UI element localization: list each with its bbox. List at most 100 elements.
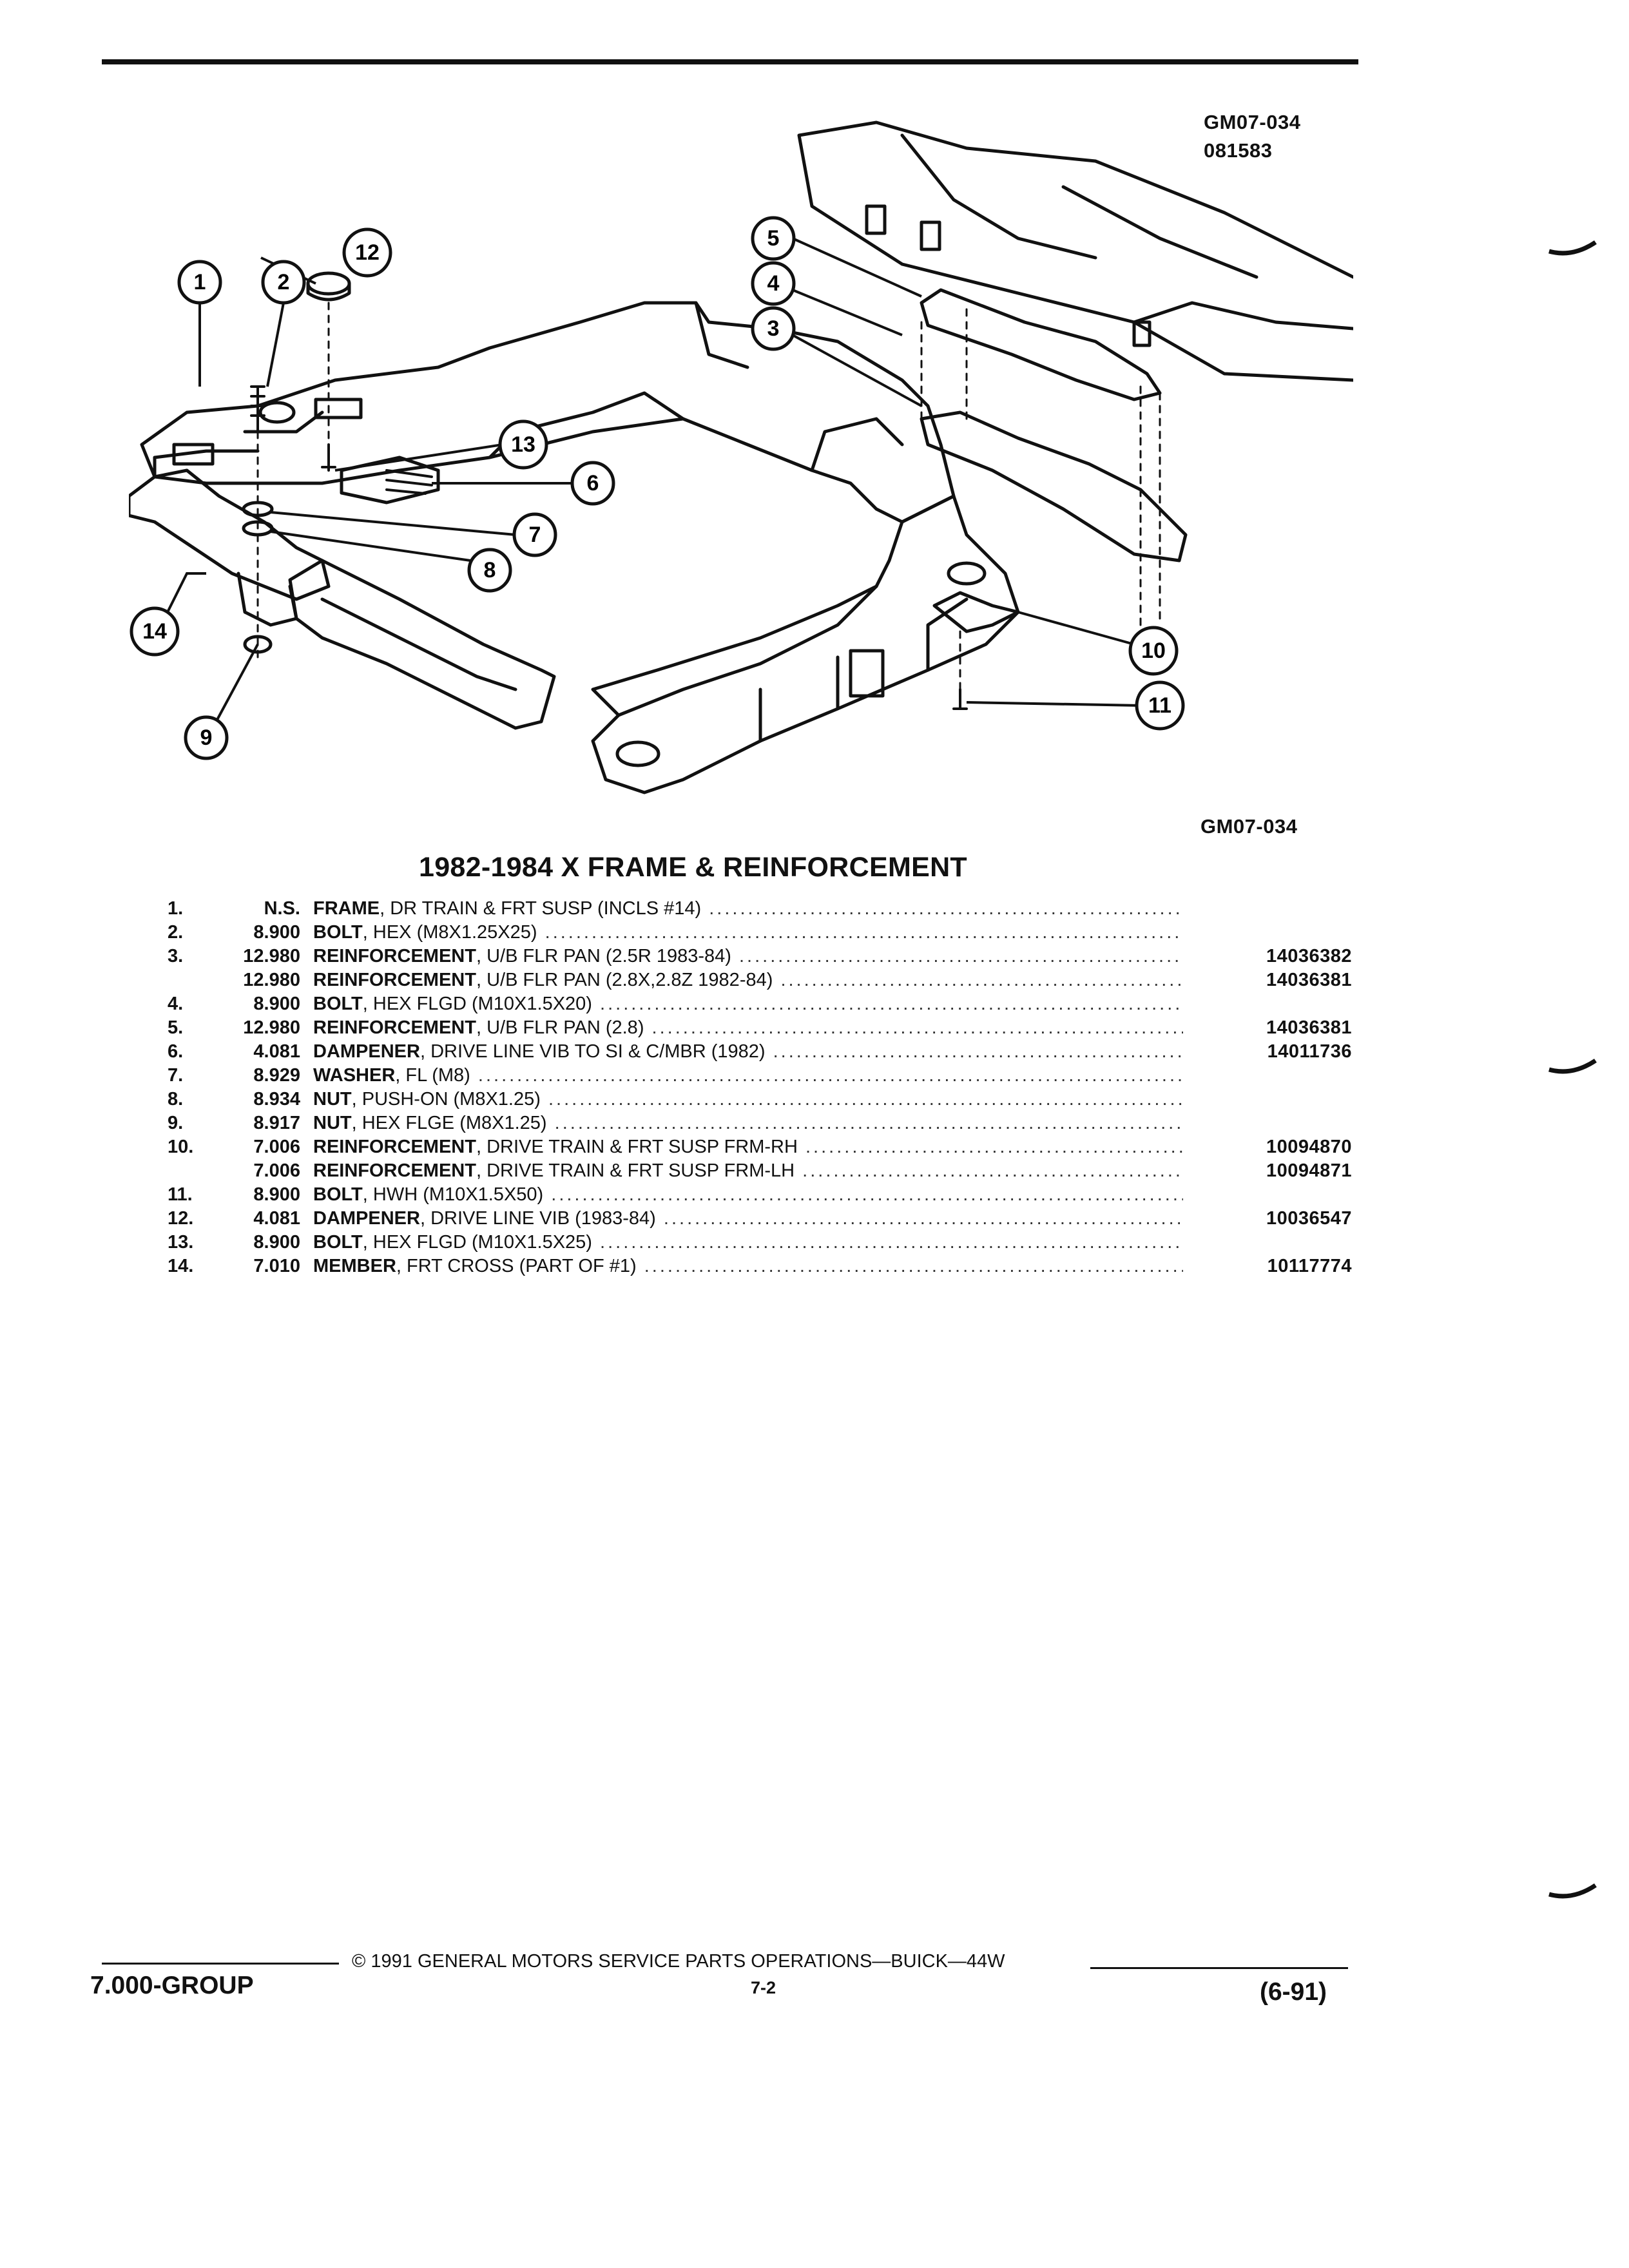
part-number: 8. (168, 1089, 184, 1110)
callout-1-label: 1 (194, 270, 206, 294)
dampener-6 (340, 456, 440, 505)
callout-11: 11 (1135, 680, 1185, 731)
part-name: NUT (313, 1113, 352, 1133)
part-name: BOLT (313, 1232, 363, 1253)
footer-rule-left (102, 1963, 339, 1965)
leader-dots: ........................................… (651, 1017, 1183, 1038)
part-description: BOLT, HWH (M10X1.5X50) .................… (313, 1183, 1183, 1207)
callout-2: 2 (261, 260, 306, 305)
leader-dots: ........................................… (548, 1089, 1183, 1110)
callout-2-label: 2 (278, 270, 290, 294)
frame-right-cutout (849, 649, 885, 698)
frame-right-rail (591, 494, 1020, 794)
part-number: 12. (168, 1208, 194, 1229)
callout-9: 9 (184, 715, 229, 760)
callout-3: 3 (751, 306, 796, 351)
dampener-12-body (306, 282, 351, 302)
part-number: 1. (168, 898, 184, 919)
part-group-code: 7.006 (253, 1137, 300, 1157)
figure-id-code: GM07-034 (1204, 111, 1301, 133)
top-rule (102, 59, 1358, 64)
part-group-code: 8.929 (253, 1065, 300, 1086)
part-group-code: 12.980 (243, 946, 300, 966)
callout-8-label: 8 (484, 558, 496, 582)
part-number: 6. (168, 1041, 184, 1062)
callout-14: 14 (130, 606, 180, 657)
part-name: MEMBER (313, 1256, 396, 1276)
frame-left-rail (140, 301, 956, 524)
callout-13: 13 (498, 419, 548, 470)
part-name: BOLT (313, 1184, 363, 1205)
part-detail: , DRIVE LINE VIB TO SI & C/MBR (1982) (419, 1041, 766, 1062)
leader-dots: ........................................… (600, 994, 1183, 1014)
leader-dots: ........................................… (709, 898, 1183, 919)
part-detail: , FL (M8) (395, 1065, 470, 1086)
leader-dots: ........................................… (773, 1041, 1183, 1062)
part-number: 14. (168, 1256, 194, 1276)
part-number: 10. (168, 1137, 194, 1157)
part-description: NUT, PUSH-ON (M8X1.25) .................… (313, 1088, 1183, 1111)
callout-4: 4 (751, 261, 796, 306)
part-number: 4. (168, 994, 184, 1014)
part-catalog-number: 14036381 (1266, 1017, 1352, 1038)
bolt-11 (952, 688, 968, 710)
leader-2 (266, 302, 285, 387)
part-description: BOLT, HEX FLGD (M10X1.5X25) ............… (313, 1231, 1183, 1254)
part-detail: , DR TRAIN & FRT SUSP (INCLS #14) (380, 898, 702, 919)
parts-list: 1.N.S.FRAME, DR TRAIN & FRT SUSP (INCLS … (155, 897, 1353, 1278)
figure-id-date: 081583 (1204, 139, 1273, 162)
punch-mark-1 (1548, 240, 1597, 256)
callout-12-label: 12 (355, 240, 380, 265)
leader-dots: ........................................… (545, 922, 1183, 943)
reinforcement-5 (920, 288, 1162, 401)
callout-3-label: 3 (767, 316, 780, 341)
leader-7 (270, 511, 516, 536)
callout-1: 1 (177, 260, 222, 305)
lower-shield-detail (320, 597, 517, 691)
frame-diagram: 1 2 3 4 5 6 7 8 9 10 11 12 13 14 (127, 120, 1355, 794)
part-detail: , DRIVE TRAIN & FRT SUSP FRM-LH (476, 1160, 795, 1181)
punch-mark-2 (1548, 1059, 1597, 1074)
callout-5: 5 (751, 216, 796, 261)
leader-dots: ........................................… (600, 1232, 1183, 1253)
part-detail: , FRT CROSS (PART OF #1) (396, 1256, 637, 1276)
leader-3 (792, 334, 922, 407)
leader-9 (211, 644, 259, 729)
callout-6: 6 (570, 461, 615, 506)
part-detail: , U/B FLR PAN (2.8X,2.8Z 1982-84) (476, 970, 773, 990)
leader-dots: ........................................… (738, 946, 1183, 966)
part-catalog-number: 14036381 (1266, 970, 1352, 990)
footer-copyright: © 1991 GENERAL MOTORS SERVICE PARTS OPER… (352, 1951, 1005, 1972)
leader-14 (166, 572, 206, 613)
part-number: 9. (168, 1113, 184, 1133)
part-catalog-number: 10094871 (1266, 1160, 1352, 1181)
part-catalog-number: 14036382 (1266, 946, 1352, 966)
frame-left-hole-1 (258, 401, 296, 424)
leader-4 (792, 289, 903, 336)
callout-10-label: 10 (1141, 639, 1166, 663)
body-slot-3 (1132, 320, 1152, 347)
part-description: WASHER, FL (M8) ........................… (313, 1064, 1183, 1088)
part-group-code: 8.900 (253, 1232, 300, 1253)
leader-dots: ........................................… (644, 1256, 1183, 1276)
footer-page-number: 7-2 (751, 1978, 776, 1997)
frame-right-detail (591, 584, 969, 743)
frame-left-cutout-1 (172, 443, 215, 466)
callout-6-label: 6 (587, 471, 599, 495)
callout-7-label: 7 (529, 523, 541, 547)
part-detail: , HEX (M8X1.25X25) (362, 922, 537, 943)
leader-dots: ........................................… (805, 1137, 1183, 1157)
bolt-13 (321, 443, 336, 472)
cross-member-14 (127, 468, 331, 601)
leader-dots: ........................................… (551, 1184, 1183, 1205)
part-detail: , HEX FLGE (M8X1.25) (351, 1113, 547, 1133)
frame-right-hole-2 (947, 561, 987, 586)
body-slot-1 (865, 204, 887, 235)
part-name: REINFORCEMENT (313, 946, 476, 966)
